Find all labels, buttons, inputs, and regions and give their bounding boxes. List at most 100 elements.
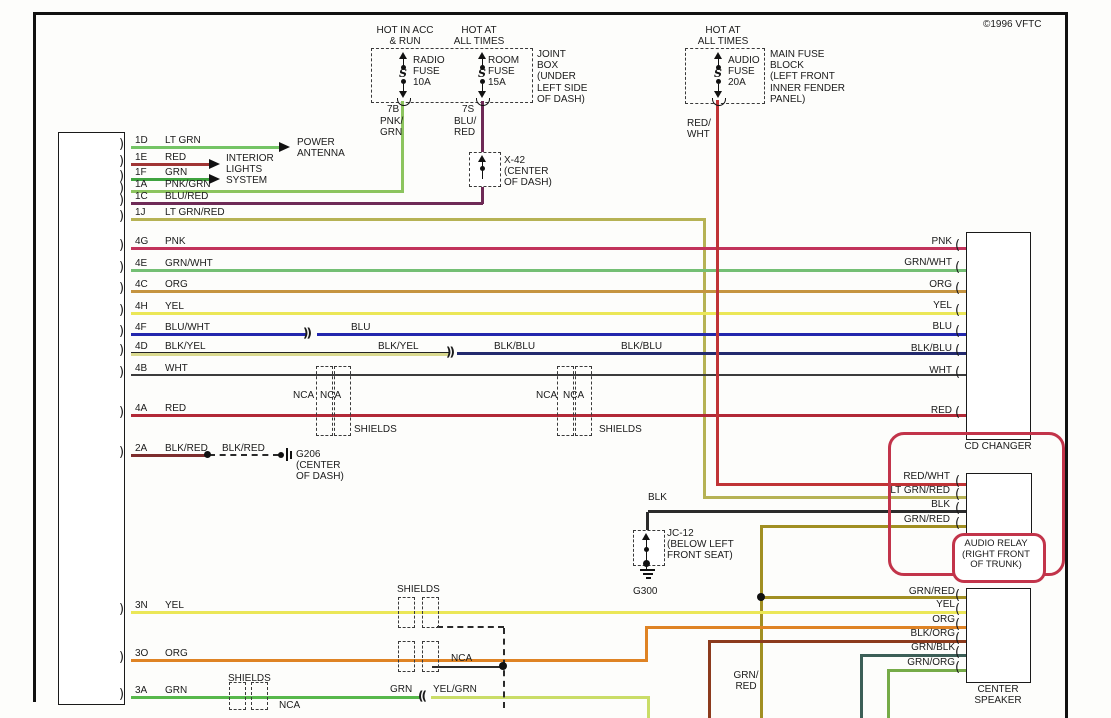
entry-arc: ( [955, 516, 961, 531]
fuse-element-icon: S [399, 67, 407, 80]
pin-1f: 1F [135, 167, 147, 178]
shield-box [422, 641, 439, 672]
radio-fuse-label: RADIO FUSE 10A [413, 55, 445, 89]
fuse-arrow-icon [714, 91, 722, 98]
pin-4b: 4B [135, 363, 148, 374]
wire-lt-grn-red-relay [703, 496, 966, 499]
nca-link-line [432, 666, 502, 668]
wire-1e-red [131, 163, 211, 166]
nca-label: NCA [451, 653, 473, 664]
pin-3o-color: ORG [165, 648, 188, 659]
shields-label: SHIELDS [397, 584, 440, 595]
pin-4f: 4F [135, 322, 147, 333]
pin-3n-color: YEL [165, 600, 184, 611]
pin-2a-color: BLK/RED [165, 443, 208, 454]
wire-4a-red [131, 414, 966, 417]
entry-arc: ( [955, 260, 961, 275]
pin-arc: ) [119, 303, 125, 318]
pin-1e-color: RED [165, 152, 187, 163]
blu-label: BLU [351, 322, 371, 333]
fuse-element-icon: S [714, 67, 722, 80]
wire-4b-wht [131, 374, 966, 376]
fuse-arrow-icon [399, 91, 407, 98]
wire-1f-grn [131, 178, 211, 181]
pin-4h-color: YEL [165, 301, 184, 312]
wire-4e-grn-wht [131, 269, 966, 272]
interior-lights-arrow [209, 174, 220, 184]
pin-4e-color: GRN/WHT [165, 258, 213, 269]
room-fuse-label: ROOM FUSE 15A [488, 55, 520, 89]
wire-yel-grn-vertical [647, 696, 650, 718]
entry-arc: ( [955, 324, 961, 339]
cd-blk-blu-label: BLK/BLU [910, 343, 952, 354]
nca-label: NCA [320, 390, 342, 401]
blk-blu-label: BLK/BLU [621, 341, 663, 352]
wire-4g-pnk [131, 247, 966, 250]
fuse-arrow-icon [714, 52, 722, 59]
pin-3a-color: GRN [165, 685, 188, 696]
shields-label: SHIELDS [228, 673, 271, 684]
connector-7b-label: 7B [387, 104, 400, 115]
pin-1j-color: LT GRN/RED [165, 207, 225, 218]
fuse-line [718, 84, 719, 91]
wire-grn-blk-vertical [860, 655, 863, 718]
wire-grn-org-speaker [887, 669, 966, 672]
entry-arc: ( [955, 281, 961, 296]
pin-1c-color: BLU/RED [165, 191, 209, 202]
wire-blk-org-vertical [708, 641, 711, 718]
pin-arc: ) [119, 209, 125, 224]
wire-3o-org [131, 659, 648, 662]
nca-label: NCA [279, 700, 301, 711]
splice-connector: (( [418, 689, 427, 703]
cd-grn-wht-label: GRN/WHT [904, 257, 952, 268]
shield-box [398, 597, 415, 628]
pin-1a: 1A [135, 179, 148, 190]
wire-blk-vertical [646, 512, 649, 532]
shield-dash-horizontal [437, 626, 504, 628]
pin-arc: ) [119, 281, 125, 296]
entry-arc: ( [955, 602, 961, 617]
nca-label: NCA [536, 390, 558, 401]
fuse-line [482, 84, 483, 91]
cd-changer-box [966, 232, 1031, 440]
g300-ground-icon [646, 577, 651, 579]
entry-arc: ( [955, 617, 961, 632]
fuse-dot [401, 65, 406, 70]
wire-7b-label: PNK/ GRN [380, 116, 404, 139]
cd-blu-label: BLU [932, 321, 952, 332]
wire-7s-vertical-b [481, 183, 484, 204]
wire-4d-blk-yel [131, 352, 449, 356]
wire-4h-yel [131, 312, 966, 315]
wire-grn-blk-speaker [860, 654, 966, 657]
wire-blk-blu [457, 352, 966, 355]
wire-1a-pnk-grn [131, 190, 404, 193]
wire-1j-lt-grn-red [131, 218, 706, 221]
shield-box [334, 366, 351, 436]
pin-1j: 1J [135, 207, 146, 218]
entry-arc: ( [955, 588, 961, 603]
shields-label: SHIELDS [599, 424, 642, 435]
spk-org-label: ORG [932, 614, 955, 625]
g206-ground-icon [290, 451, 292, 459]
pin-arc: ) [119, 324, 125, 339]
pin-1d: 1D [135, 135, 148, 146]
wire-red-wht-label: RED/ WHT [687, 118, 711, 141]
pin-1d-color: LT GRN [165, 135, 201, 146]
g300-label: G300 [633, 586, 658, 597]
pin-2a: 2A [135, 443, 148, 454]
pin-arc: ) [119, 602, 125, 617]
fuse-line [403, 58, 404, 66]
fuse-arrow-icon [478, 52, 486, 59]
cd-red-label: RED [930, 405, 952, 416]
entry-arc: ( [955, 501, 961, 516]
shield-box [229, 682, 246, 710]
pin-arc: ) [119, 193, 125, 208]
spk-grn-red-label: GRN/RED [908, 586, 955, 597]
splice-connector: )) [303, 326, 312, 340]
pin-arc: ) [119, 154, 125, 169]
pin-3n: 3N [135, 600, 148, 611]
shield-box [557, 366, 574, 436]
jc12-label: JC-12 (BELOW LEFT FRONT SEAT) [667, 528, 734, 562]
pin-arc: ) [119, 238, 125, 253]
fuse-dot [716, 79, 721, 84]
